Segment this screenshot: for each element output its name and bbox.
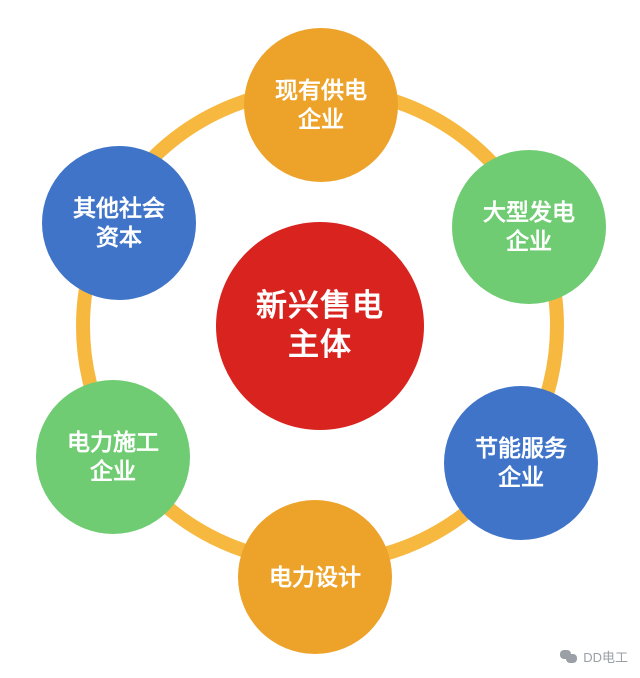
node-label: 其他社会 资本 (73, 195, 165, 250)
node-label: 电力设计 (269, 563, 361, 590)
node-label: 节能服务 企业 (475, 435, 567, 490)
node-label: 大型发电 企业 (483, 199, 575, 254)
watermark: DD电工 (560, 647, 628, 666)
node-label: 现有供电 企业 (275, 77, 367, 132)
node-power-design[interactable]: 电力设计 (238, 500, 392, 654)
node-other-social-capital[interactable]: 其他社会 资本 (42, 146, 196, 300)
node-existing-power-supply-enterprises[interactable]: 现有供电 企业 (244, 28, 398, 182)
node-label: 新兴售电 主体 (256, 288, 384, 362)
watermark-label: DD电工 (583, 650, 628, 665)
node-center-emerging-electricity-retail-entities[interactable]: 新兴售电 主体 (216, 222, 424, 430)
node-energy-saving-service-enterprises[interactable]: 节能服务 企业 (444, 386, 598, 540)
diagram-canvas: 其他社会 资本 现有供电 企业 大型发电 企业 节能服务 企业 电力设计 电力施… (36, 28, 606, 654)
wechat-official-account-icon (560, 649, 578, 664)
node-label: 电力施工 企业 (67, 429, 159, 484)
node-large-power-generation-enterprises[interactable]: 大型发电 企业 (452, 150, 606, 304)
node-power-construction-enterprises[interactable]: 电力施工 企业 (36, 380, 190, 534)
